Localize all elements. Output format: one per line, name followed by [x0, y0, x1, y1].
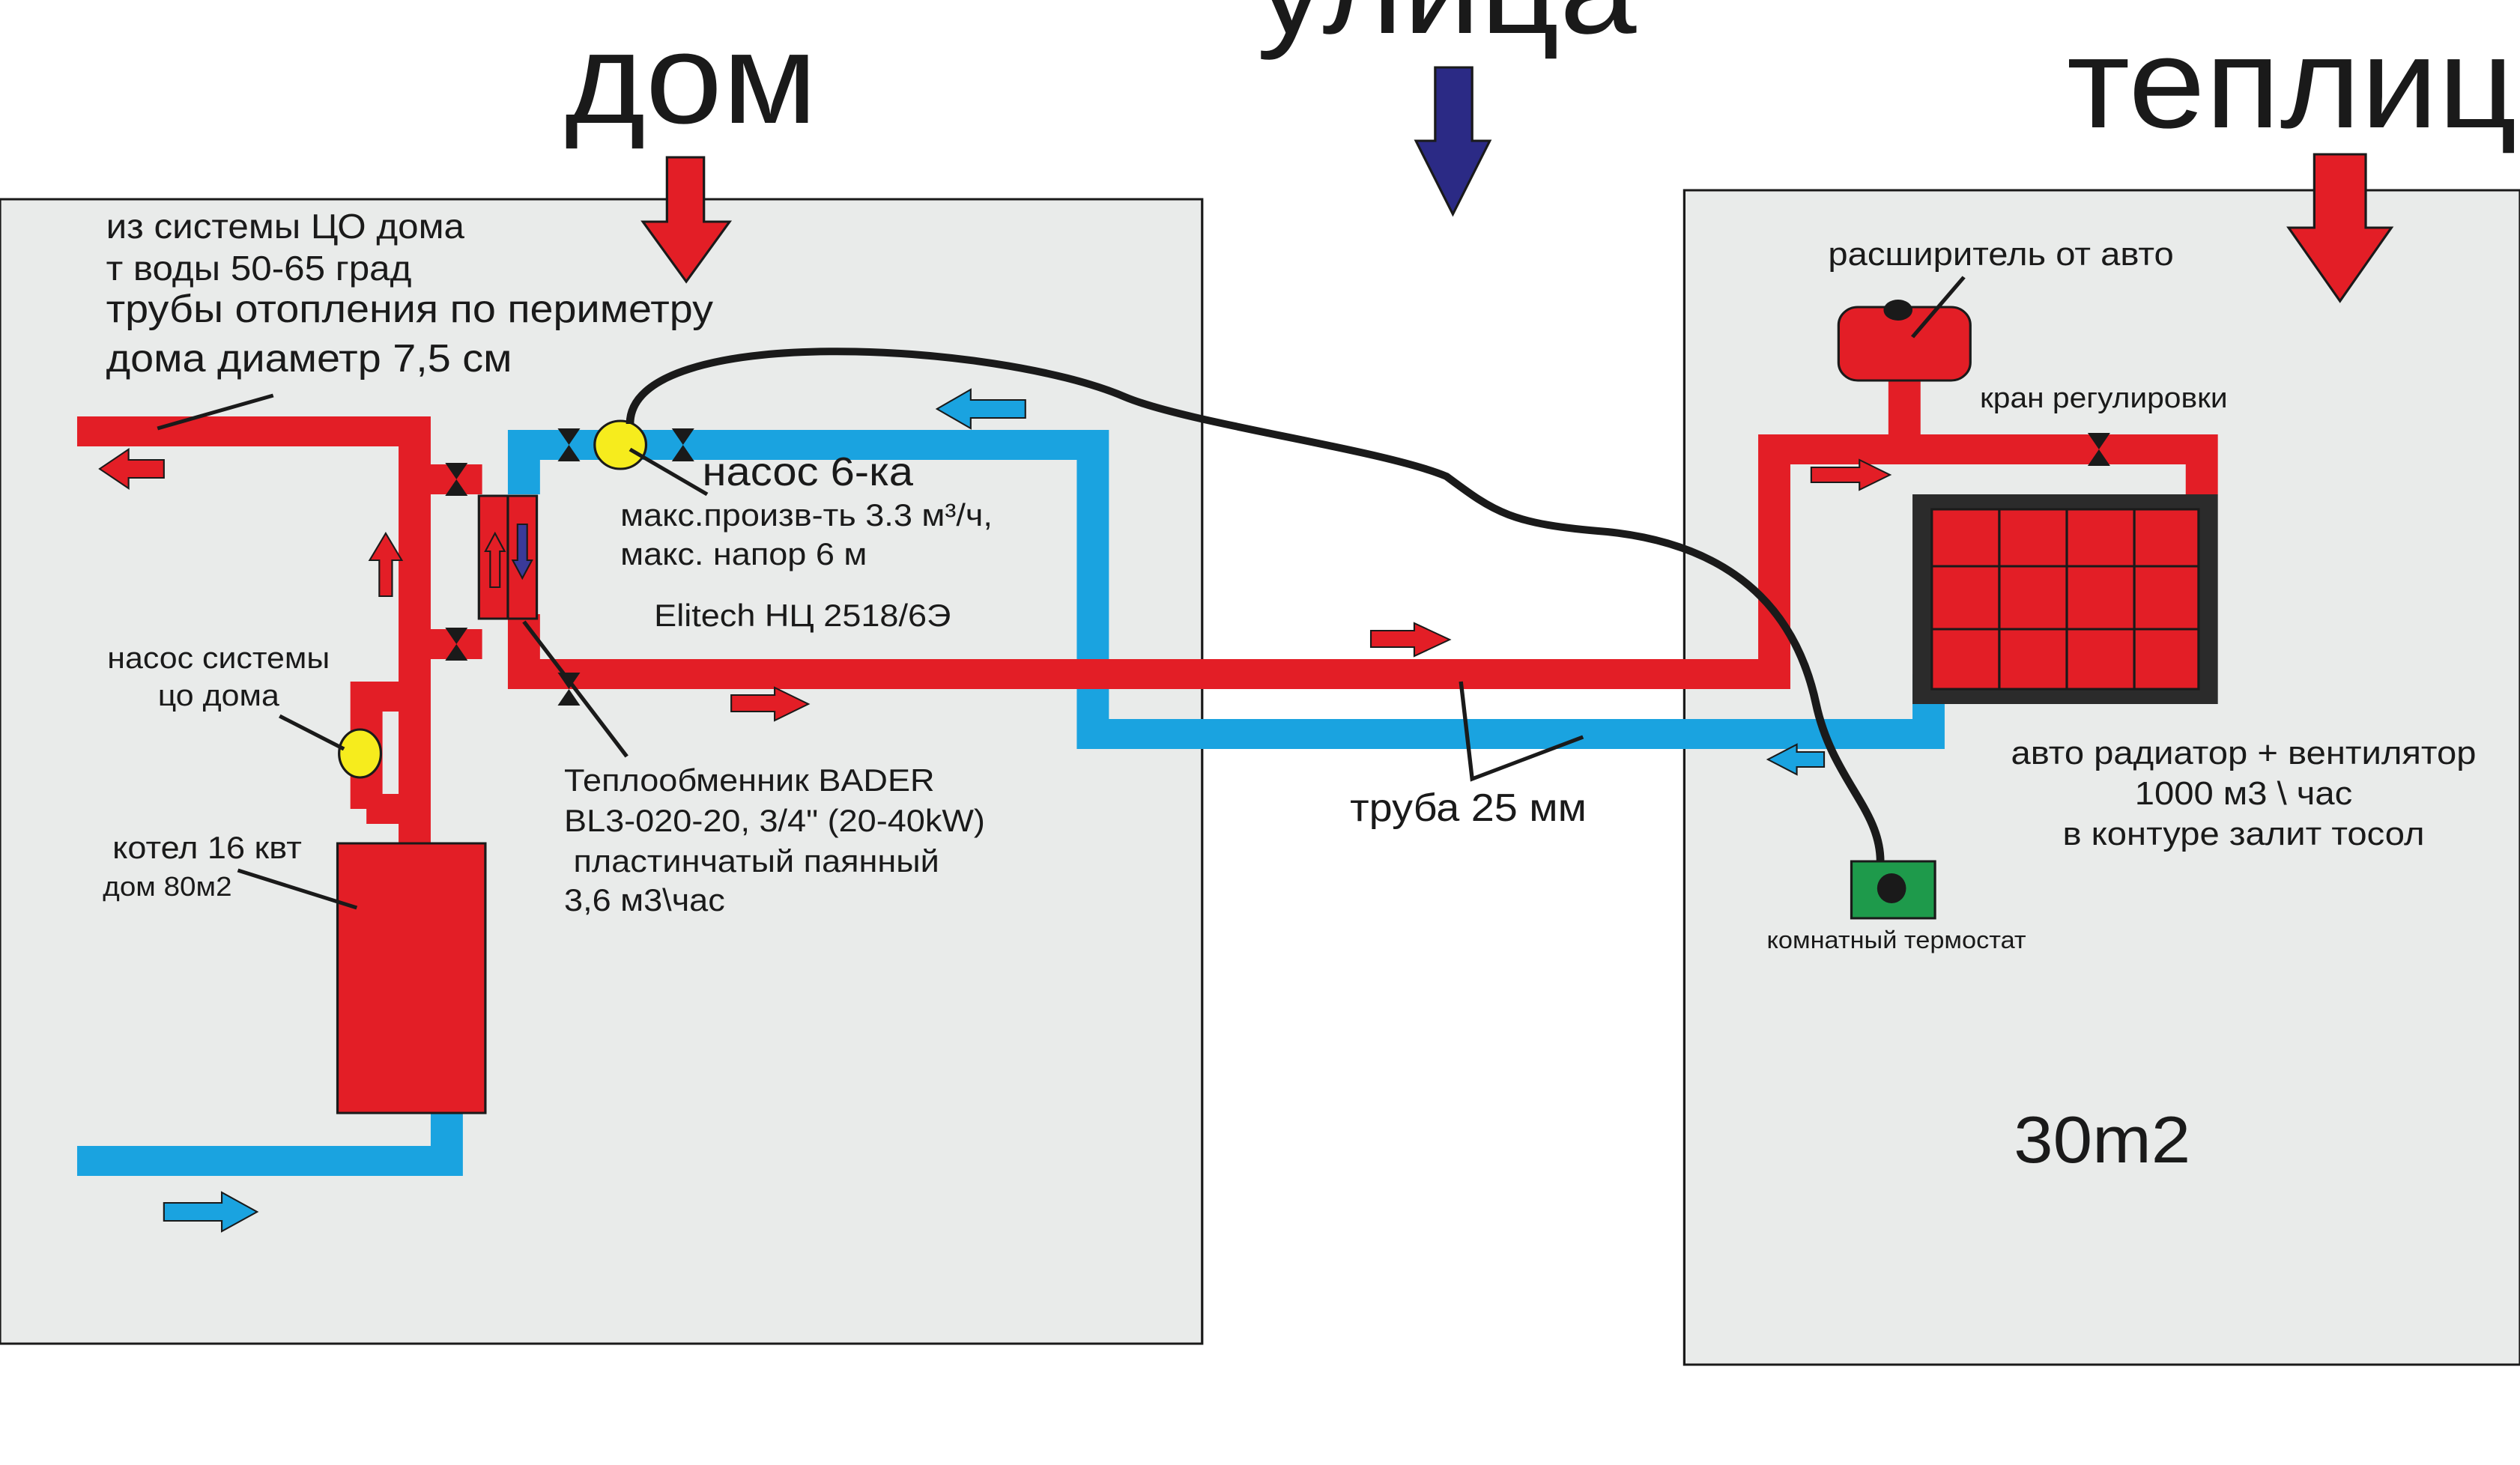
- exchanger-line4: 3,6 м3\час: [564, 883, 725, 917]
- radiator-label-line1: авто радиатор + вентилятор: [2011, 734, 2476, 771]
- car-radiator: [1912, 494, 2218, 704]
- boiler-label-line1: котел 16 квт: [112, 831, 302, 865]
- house-pump-label-line1: насос системы: [107, 640, 330, 674]
- circ-pump-line2: макс. напор 6 м: [620, 537, 867, 571]
- expansion-tank: [1837, 300, 1972, 382]
- flow-arrow-right-icon: [163, 1191, 259, 1233]
- flow-arrow-left-icon: [1766, 743, 1826, 776]
- circ-pump-line1: макс.произв-ть 3.3 м³/ч,: [620, 498, 993, 533]
- radiator-label-line2: 1000 м3 \ час: [2135, 774, 2352, 811]
- leader-line: [1910, 276, 1966, 339]
- house-note-line3: трубы отопления по периметру: [106, 288, 713, 331]
- greenhouse-title: теплица: [2067, 11, 2520, 155]
- greenhouse-down-arrow: [2286, 153, 2394, 303]
- control-valve-label: кран регулировки: [1980, 382, 2228, 413]
- house-down-arrow: [640, 156, 733, 284]
- circulation-pump-icon: [593, 419, 648, 470]
- exchanger-line1: Теплообменник BADER: [564, 763, 935, 798]
- house-note-line1: из системы ЦО дома: [106, 207, 465, 246]
- expansion-tank-label: расширитель от авто: [1828, 235, 2173, 272]
- flow-arrow-right-icon: [730, 686, 811, 722]
- street-title: улица: [1256, 0, 1637, 61]
- flow-arrow-left-icon: [98, 448, 165, 490]
- flow-arrow-right-icon: [1369, 622, 1452, 658]
- flow-arrow-up-icon: [368, 531, 404, 597]
- control-wire: [626, 348, 1885, 862]
- greenhouse-area: 30m2: [2014, 1103, 2190, 1177]
- house-title: дом: [565, 7, 817, 151]
- greenhouse-room: [1682, 189, 2520, 1366]
- pipe-label: труба 25 мм: [1350, 786, 1587, 830]
- exchanger-line3: пластинчатый паянный: [564, 844, 939, 879]
- house-pump-label-line2: цо дома: [158, 678, 280, 712]
- exchanger-line2: BL3-020-20, 3/4" (20-40kW): [564, 804, 985, 838]
- boiler: [336, 842, 487, 1114]
- leader-line: [629, 447, 709, 497]
- street-down-arrow: [1414, 66, 1492, 217]
- leader-line: [1459, 681, 1584, 782]
- house-note-line4: дома диаметр 7,5 см: [106, 337, 512, 380]
- boiler-label-line2: дом 80м2: [103, 871, 231, 902]
- greenhouse-return-pipe: [507, 430, 1945, 749]
- heat-exchanger: [477, 494, 539, 620]
- house-return-pipe: [76, 1108, 463, 1176]
- flow-arrow-right-icon: [1810, 458, 1892, 491]
- room-thermostat[interactable]: [1850, 860, 1936, 920]
- house-pump-icon: [338, 728, 383, 779]
- thermostat-label: комнатный термостат: [1767, 927, 2026, 954]
- leader-line: [157, 393, 274, 431]
- leader-line: [237, 868, 358, 910]
- house-note-line2: т воды 50-65 град: [106, 249, 412, 288]
- leader-line: [522, 620, 629, 758]
- greenhouse-supply-pipe: [507, 434, 2218, 689]
- leader-line: [279, 714, 345, 751]
- circ-pump-model: Elitech НЦ 2518/6Э: [654, 598, 951, 633]
- circ-pump-title: насос 6-ка: [703, 449, 914, 494]
- flow-arrow-left-icon: [935, 388, 1026, 430]
- radiator-label-line3: в контуре залит тосол: [2062, 815, 2424, 852]
